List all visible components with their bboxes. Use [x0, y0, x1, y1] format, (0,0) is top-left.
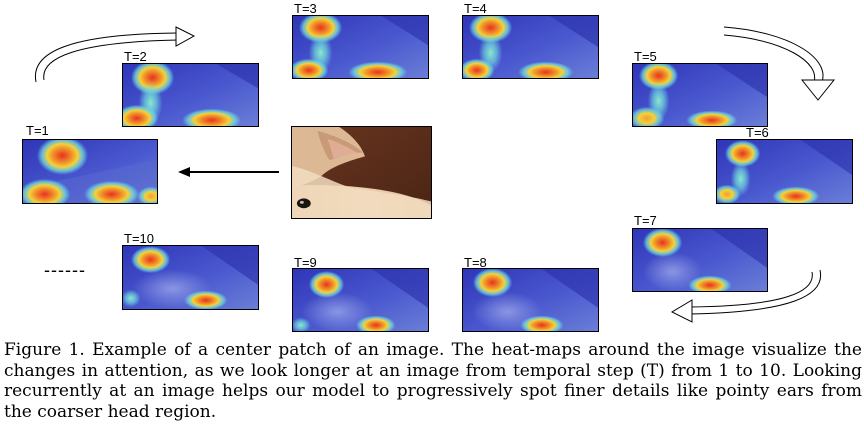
heatmap-t3 [292, 15, 429, 79]
step-label-t10: T=10 [124, 231, 154, 246]
heatmap-t9 [292, 268, 429, 332]
figure-caption: Figure 1. Example of a center patch of a… [4, 340, 862, 422]
heatmap-t4 [462, 15, 599, 79]
heatmap-t6 [716, 139, 853, 204]
heatmap-t8 [462, 268, 599, 332]
continuation-dashes: ------ [44, 260, 86, 280]
step-label-t2: T=2 [124, 49, 147, 64]
step-label-t8: T=8 [464, 255, 487, 270]
heatmap-t10 [122, 245, 259, 310]
step-label-t3: T=3 [294, 1, 317, 16]
step-label-t7: T=7 [634, 213, 657, 228]
heatmap-t5 [632, 63, 768, 127]
step-label-t9: T=9 [294, 255, 317, 270]
step-label-t5: T=5 [634, 49, 657, 64]
step-label-t6: T=6 [746, 125, 769, 140]
center-image-patch [291, 126, 432, 219]
heatmap-t2 [122, 63, 259, 127]
heatmap-t7 [632, 228, 768, 292]
step-label-t4: T=4 [464, 1, 487, 16]
heatmap-t1 [22, 139, 158, 204]
step-label-t1: T=1 [26, 123, 49, 138]
